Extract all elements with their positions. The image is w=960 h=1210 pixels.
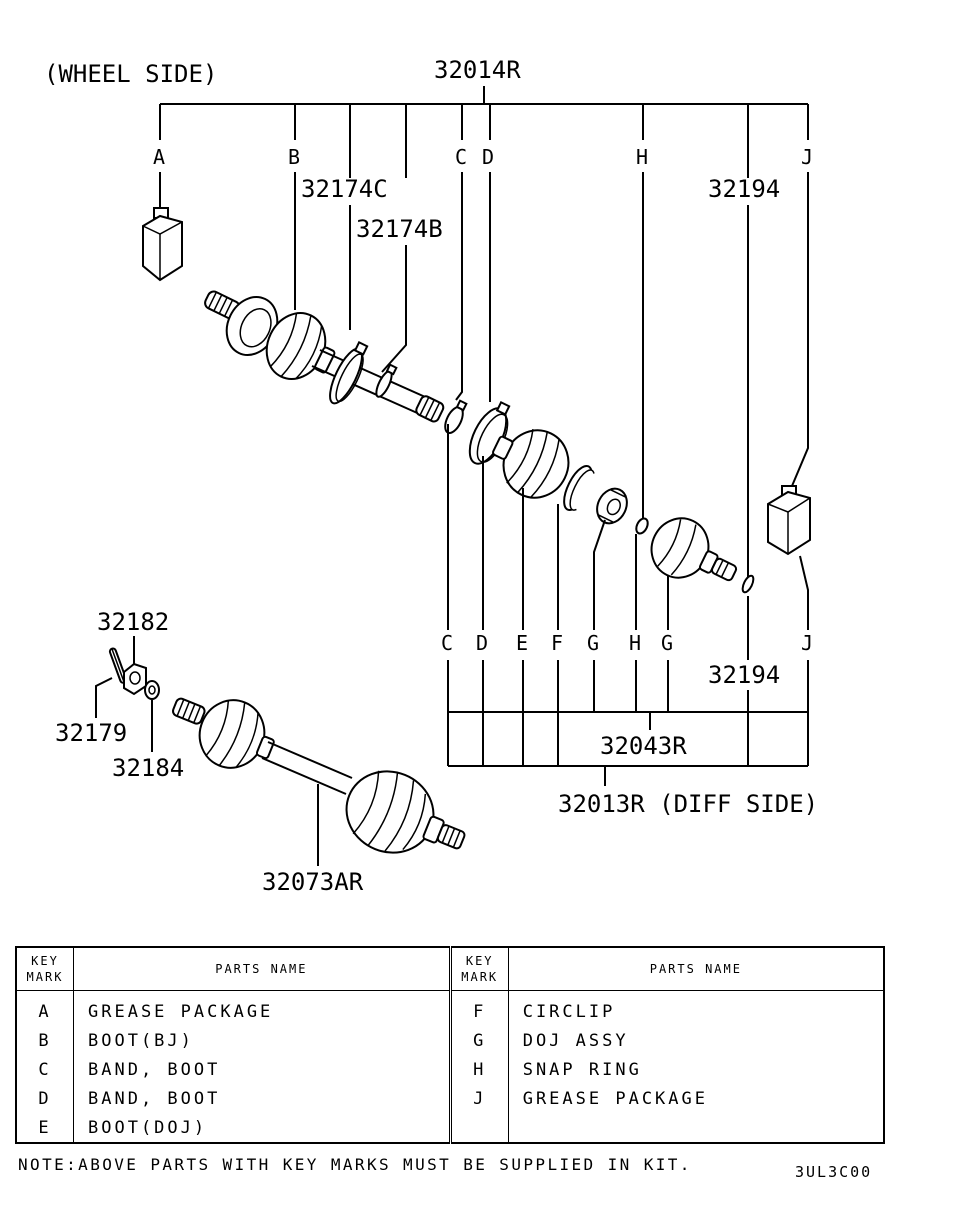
key-mark-header: KEY MARK	[16, 947, 74, 991]
lower-shaft-assembly	[172, 697, 466, 866]
part-32174B-label: 32174B	[356, 215, 443, 243]
row-mark: H	[448, 1055, 509, 1084]
row-name: GREASE PACKAGE	[73, 990, 451, 1026]
row-mark: C	[38, 1059, 52, 1080]
grease-package-a	[142, 207, 183, 282]
bottom-bracket-lines	[447, 660, 809, 786]
key-mark-header-right-line1: KEY	[465, 954, 494, 968]
diagram-code: 3UL3C00	[795, 1163, 873, 1181]
key-g-bottom: G	[587, 631, 599, 655]
table-row: A GREASE PACKAGE F CIRCLIP	[16, 990, 884, 1026]
key-f-bottom: F	[551, 631, 563, 655]
row-name: CIRCLIP	[507, 990, 884, 1026]
table-row: C BAND, BOOT H SNAP RING	[16, 1055, 884, 1084]
row-name: SNAP RING	[507, 1055, 884, 1084]
key-j-top: J	[801, 145, 813, 169]
key-j-bottom: J	[801, 631, 813, 655]
key-mark-header-line1: KEY	[31, 954, 59, 968]
part-32184-label: 32184	[112, 754, 184, 782]
row-name: BAND, BOOT	[73, 1055, 451, 1084]
row-name: BOOT(BJ)	[73, 1026, 451, 1055]
key-h-bottom: H	[629, 631, 641, 655]
key-d-bottom: D	[476, 631, 488, 655]
row-mark: F	[448, 990, 509, 1026]
key-a-top: A	[153, 145, 165, 169]
part-32194-top-label: 32194	[708, 175, 780, 203]
grease-package-j	[767, 485, 811, 556]
table-header: KEY MARK PARTS NAME KEY MARK PARTS NAME	[16, 947, 884, 991]
row-name	[507, 1113, 884, 1143]
row-mark: B	[38, 1030, 52, 1051]
lower-leader-lines	[447, 424, 809, 660]
key-b-top: B	[288, 145, 300, 169]
row-name: BOOT(DOJ)	[73, 1113, 451, 1143]
parts-name-header: PARTS NAME	[73, 947, 451, 991]
parts-table: KEY MARK PARTS NAME KEY MARK PARTS NAME …	[15, 946, 885, 1144]
table-row: E BOOT(DOJ)	[16, 1113, 884, 1143]
key-h-top: H	[636, 145, 648, 169]
row-name: BAND, BOOT	[73, 1084, 451, 1113]
row-mark	[448, 1113, 509, 1143]
key-d-top: D	[482, 145, 494, 169]
key-mark-header-right-line2: MARK	[461, 970, 499, 984]
part-32014R-label: 32014R	[434, 56, 521, 84]
part-32194-bottom-label: 32194	[708, 661, 780, 689]
top-bracket-lines	[159, 86, 809, 178]
row-mark: E	[38, 1117, 52, 1138]
parts-name-header-right: PARTS NAME	[507, 947, 884, 991]
table-row: B BOOT(BJ) G DOJ ASSY	[16, 1026, 884, 1055]
row-mark: D	[38, 1088, 52, 1109]
key-g2-bottom: G	[661, 631, 673, 655]
part-32179-label: 32179	[55, 719, 127, 747]
row-mark: A	[38, 1001, 52, 1022]
table-row: D BAND, BOOT J GREASE PACKAGE	[16, 1084, 884, 1113]
part-32182-label: 32182	[97, 608, 169, 636]
key-c-top: C	[455, 145, 467, 169]
key-mark-header-right: KEY MARK	[448, 947, 509, 991]
wheel-side-label: (WHEEL SIDE)	[44, 60, 217, 88]
part-32073AR-label: 32073AR	[262, 868, 364, 896]
doj-side-parts	[444, 399, 755, 594]
row-mark: J	[448, 1084, 509, 1113]
key-mark-header-line2: MARK	[26, 970, 64, 984]
part-32174C-label: 32174C	[301, 175, 388, 203]
nut-pin-washer	[95, 636, 160, 752]
diff-side-label: 32013R (DIFF SIDE)	[558, 790, 818, 818]
kit-note: NOTE:ABOVE PARTS WITH KEY MARKS MUST BE …	[18, 1155, 692, 1174]
part-32043R-label: 32043R	[600, 732, 687, 760]
upper-leader-lines	[159, 172, 809, 578]
upper-shaft-assembly	[204, 290, 445, 423]
row-mark: G	[448, 1026, 509, 1055]
row-name: DOJ ASSY	[507, 1026, 884, 1055]
key-e-bottom: E	[516, 631, 528, 655]
key-c-bottom: C	[441, 631, 453, 655]
row-name: GREASE PACKAGE	[507, 1084, 884, 1113]
